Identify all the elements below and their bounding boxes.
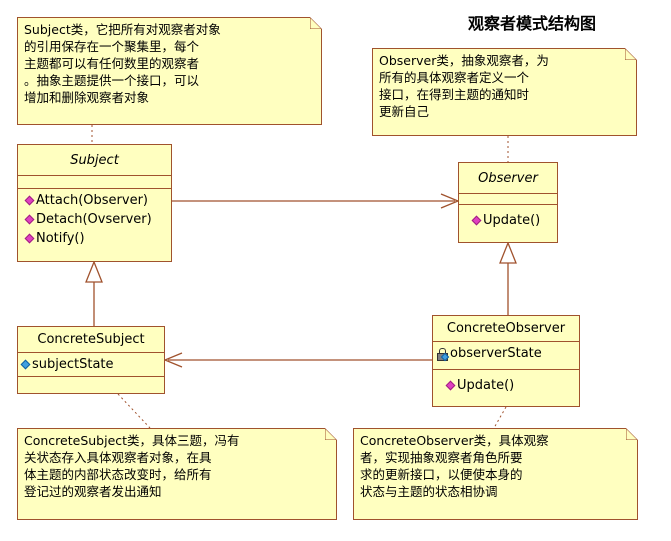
note-fold-icon: [310, 17, 322, 29]
observer-class[interactable]: Observer Update(): [458, 162, 558, 243]
subject-class[interactable]: Subject Attach(Observer) Detach(Ovserver…: [17, 144, 172, 262]
observer-operations: Update(): [459, 205, 557, 232]
operation-icon: [24, 233, 35, 244]
subject-operations: Attach(Observer) Detach(Ovserver) Notify…: [18, 189, 171, 250]
private-lock-icon: [437, 347, 450, 361]
observer-note: Observer类，抽象观察者，为 所有的具体观察者定义一个 接口，在得到主题的…: [372, 48, 637, 136]
subject-attributes: [18, 176, 171, 189]
operation-icon: [471, 215, 482, 226]
concrete-observer-attributes: observerState: [433, 342, 579, 370]
observer-class-name: Observer: [459, 163, 557, 194]
note-fold-icon: [325, 428, 337, 440]
concrete-subject-class[interactable]: ConcreteSubject subjectState: [17, 326, 165, 394]
subject-note-text: Subject类，它把所有对观察者对象 的引用保存在一个聚集里，每个 主题都可以…: [24, 22, 221, 105]
concrete-observer-class-name: ConcreteObserver: [433, 316, 579, 342]
concrete-subject-note: ConcreteSubject类，具体三题，冯有 关状态存入具体观察者对象，在具…: [17, 428, 337, 520]
concrete-observer-note-anchor: [493, 406, 507, 429]
concrete-observer-class[interactable]: ConcreteObserver observerState Update(): [432, 315, 580, 407]
concrete-subject-note-text: ConcreteSubject类，具体三题，冯有 关状态存入具体观察者对象，在具…: [24, 433, 240, 499]
operation-icon: [24, 195, 35, 206]
operation-update[interactable]: Update(): [459, 211, 557, 230]
note-fold-icon: [625, 48, 637, 60]
generalization-triangle: [85, 260, 103, 283]
attribute-observer-state[interactable]: observerState: [433, 344, 579, 363]
attribute-subject-state[interactable]: subjectState: [18, 355, 164, 374]
generalization-triangle-observer: [499, 241, 517, 264]
diagram-title: 观察者模式结构图: [468, 14, 597, 33]
operation-update[interactable]: Update(): [433, 376, 579, 395]
operation-notify[interactable]: Notify(): [18, 229, 171, 248]
concrete-subject-attributes: subjectState: [18, 353, 164, 377]
concrete-subject-operations: [18, 377, 164, 389]
concrete-subject-note-anchor: [117, 393, 151, 429]
operation-attach[interactable]: Attach(Observer): [18, 191, 171, 210]
subject-note: Subject类，它把所有对观察者对象 的引用保存在一个聚集里，每个 主题都可以…: [17, 17, 322, 125]
concrete-observer-note: ConcreteObserver类，具体观察 者，实现抽象观察者角色所要 求的更…: [353, 428, 638, 520]
attribute-icon: [20, 359, 31, 370]
subject-class-name: Subject: [18, 145, 171, 176]
association-arrowhead-left: [163, 352, 183, 368]
concrete-observer-operations: Update(): [433, 370, 579, 397]
observer-note-text: Observer类，抽象观察者，为 所有的具体观察者定义一个 接口，在得到主题的…: [379, 53, 549, 119]
note-fold-icon: [626, 428, 638, 440]
concrete-subject-class-name: ConcreteSubject: [18, 327, 164, 353]
observer-attributes: [459, 194, 557, 205]
operation-detach[interactable]: Detach(Ovserver): [18, 210, 171, 229]
concrete-observer-note-text: ConcreteObserver类，具体观察 者，实现抽象观察者角色所要 求的更…: [360, 433, 549, 499]
operation-icon: [445, 380, 456, 391]
operation-icon: [24, 214, 35, 225]
